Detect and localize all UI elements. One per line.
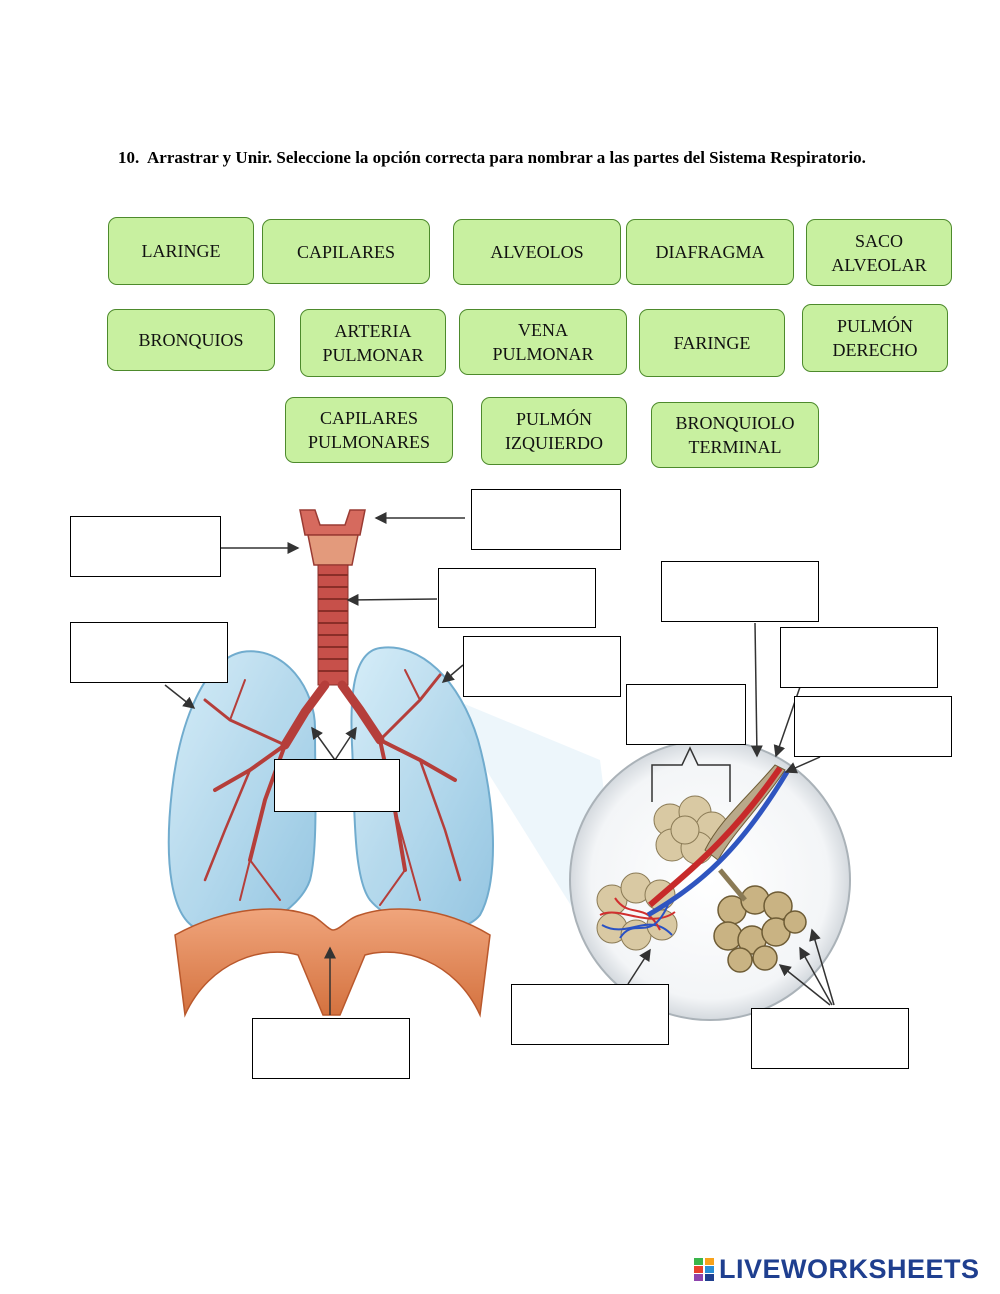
arrow-left-lung xyxy=(441,664,464,683)
option-diafragma[interactable]: DIAFRAGMA xyxy=(626,219,794,285)
option-arteria-pulmonar[interactable]: ARTERIA PULMONAR xyxy=(300,309,446,377)
drop-box-pulmonary-vein[interactable] xyxy=(794,696,952,757)
option-bronquiolo-terminal[interactable]: BRONQUIOLO TERMINAL xyxy=(651,402,819,468)
arrow-alveoli-1 xyxy=(778,964,831,1006)
liveworksheets-logo: LIVEWORKSHEETS xyxy=(693,1254,980,1284)
drop-box-right-lung[interactable] xyxy=(70,622,228,683)
drop-box-left-lung[interactable] xyxy=(463,636,621,697)
arrow-bronchus-right xyxy=(334,726,357,761)
liveworksheets-logo-icon xyxy=(694,1258,714,1281)
drop-box-alveolar-sac[interactable] xyxy=(626,684,746,745)
arrow-bronchus-left xyxy=(311,726,336,761)
pulmonary-artery xyxy=(648,766,783,908)
liveworksheets-brand-text: LIVEWORKSHEETS xyxy=(719,1253,980,1284)
option-alveolos[interactable]: ALVEOLOS xyxy=(453,219,621,285)
drop-box-pulmonary-artery[interactable] xyxy=(661,561,819,622)
instruction-text: Arrastrar y Unir. Seleccione la opción c… xyxy=(147,148,866,167)
diaphragm-shape xyxy=(174,908,491,1018)
option-capilares-pulmonares[interactable]: CAPILARES PULMONARES xyxy=(285,397,453,463)
arrow-alveoli-3 xyxy=(809,928,835,1006)
option-pulmon-izquierdo[interactable]: PULMÓN IZQUIERDO xyxy=(481,397,627,465)
drop-box-pulmonary-capillaries[interactable] xyxy=(511,984,669,1045)
question-number: 10. xyxy=(118,148,140,167)
drop-box-pharynx[interactable] xyxy=(471,489,621,550)
option-pulmon-derecho[interactable]: PULMÓN DERECHO xyxy=(802,304,948,372)
alveolar-sac-top xyxy=(653,795,729,865)
larynx-shape xyxy=(307,534,359,566)
drop-box-alveoli[interactable] xyxy=(751,1008,909,1069)
option-capilares[interactable]: CAPILARES xyxy=(262,219,430,284)
option-faringe[interactable]: FARINGE xyxy=(639,309,785,377)
arrow-alveoli-2 xyxy=(799,946,833,1006)
trachea xyxy=(317,564,349,686)
drop-box-diaphragm[interactable] xyxy=(252,1018,410,1079)
option-vena-pulmonar[interactable]: VENA PULMONAR xyxy=(459,309,627,375)
drop-box-bronchi[interactable] xyxy=(274,759,400,812)
pulmonary-vein xyxy=(646,770,790,918)
option-bronquios[interactable]: BRONQUIOS xyxy=(107,309,275,371)
arrow-capillaries xyxy=(627,948,651,985)
arrow-artery xyxy=(750,622,763,758)
alveoli-zoom-circle xyxy=(569,739,851,1021)
bronchial-tree xyxy=(203,669,462,906)
instruction: 10. Arrastrar y Unir. Seleccione la opci… xyxy=(118,146,886,170)
option-saco-alveolar[interactable]: SACO ALVEOLAR xyxy=(806,219,952,286)
pharynx-shape xyxy=(299,509,366,536)
arrow-right-lung xyxy=(164,684,196,709)
capillary-network xyxy=(599,897,676,939)
arrow-trachea xyxy=(346,593,438,606)
alveolar-sac-right xyxy=(713,885,807,973)
drop-box-trachea[interactable] xyxy=(438,568,596,628)
bracket xyxy=(651,746,731,802)
arrow-vein xyxy=(784,756,821,774)
drop-box-terminal-bronchiole[interactable] xyxy=(780,627,938,688)
drop-box-larynx[interactable] xyxy=(70,516,221,577)
option-laringe[interactable]: LARINGE xyxy=(108,217,254,285)
